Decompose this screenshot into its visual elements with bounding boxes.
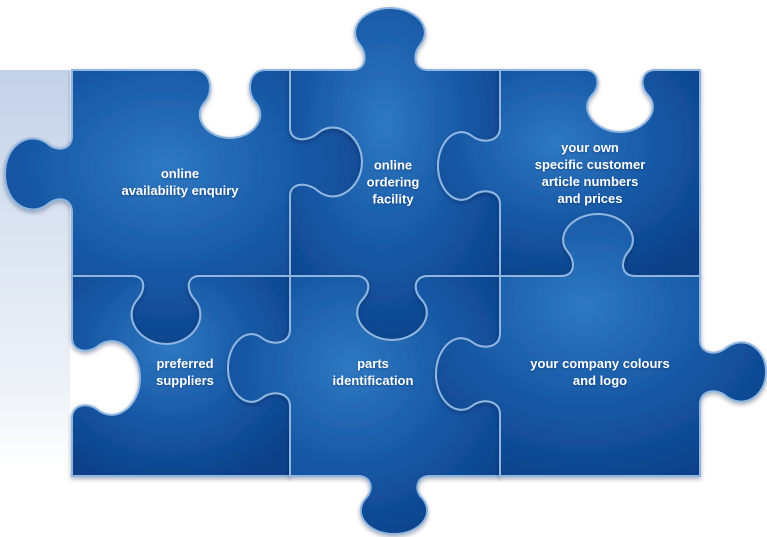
piece-label-online-availability: online availability enquiry (121, 165, 238, 199)
label-line: identification (332, 373, 414, 388)
piece-label-parts-identification: parts identification (333, 355, 414, 389)
piece-label-online-ordering: online ordering facility (367, 157, 420, 208)
label-line: your own (561, 140, 619, 155)
label-line: online (160, 166, 200, 181)
label-line: ordering (366, 174, 420, 190)
piece-label-preferred-suppliers: preferred suppliers (156, 355, 214, 389)
label-line: article numbers (541, 174, 639, 189)
piece-label-customer-article-numbers: your own specific customer article numbe… (535, 139, 646, 207)
label-line: your company colours (530, 356, 670, 371)
label-line: suppliers (156, 373, 214, 388)
label-line: specific customer (534, 157, 646, 172)
label-line: parts (357, 356, 389, 371)
piece-label-company-colours: your company colours and logo (530, 355, 669, 389)
label-line: facility (372, 191, 414, 207)
puzzle-piece-company-colours (434, 212, 767, 477)
label-line: availability enquiry (121, 183, 239, 198)
label-line: preferred (156, 356, 214, 371)
label-line: and prices (557, 191, 623, 206)
label-line: online (373, 157, 413, 173)
side-gradient-bar (0, 70, 70, 470)
label-line: and logo (572, 373, 628, 388)
